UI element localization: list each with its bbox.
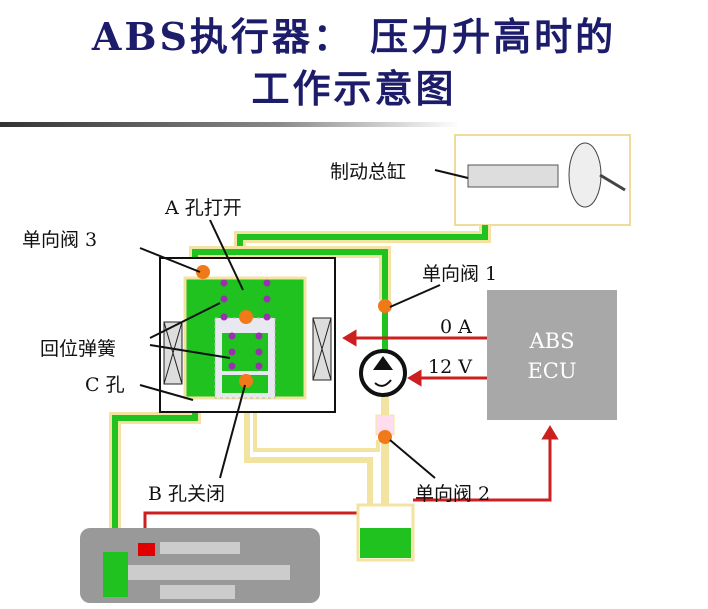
label-hole-a-open: A 孔打开 bbox=[164, 197, 242, 219]
ecu-label-2: ECU bbox=[527, 359, 576, 383]
pump bbox=[359, 349, 407, 397]
title-line-1: ABS执行器： 压力升高时的 bbox=[91, 14, 617, 59]
label-hole-c: C 孔 bbox=[85, 374, 125, 396]
check-valve-2 bbox=[378, 430, 392, 444]
label-check-valve-2: 单向阀 2 bbox=[415, 483, 490, 505]
title-divider bbox=[0, 122, 460, 127]
abs-ecu: ABS ECU bbox=[487, 290, 617, 420]
valve-ball-a bbox=[239, 310, 253, 324]
label-voltage: 12 V bbox=[428, 356, 472, 378]
return-spring bbox=[220, 279, 271, 370]
label-current: 0 A bbox=[440, 316, 472, 338]
title-line-2: 工作示意图 bbox=[251, 66, 457, 111]
reservoir bbox=[356, 503, 415, 562]
label-hole-b-closed: B 孔关闭 bbox=[148, 483, 225, 505]
check-valve-1 bbox=[378, 299, 392, 313]
leader-lines bbox=[139, 169, 469, 479]
ecu-label-1: ABS bbox=[529, 329, 575, 353]
wheel-cylinder bbox=[80, 528, 320, 603]
label-check-valve-1: 单向阀 1 bbox=[422, 263, 497, 285]
label-return-spring: 回位弹簧 bbox=[40, 338, 116, 360]
solenoid-valve bbox=[159, 257, 336, 413]
valve-ball-b bbox=[239, 374, 253, 388]
master-cylinder bbox=[454, 134, 631, 226]
label-check-valve-3: 单向阀 3 bbox=[22, 229, 97, 251]
wheel-speed-sensor bbox=[138, 543, 155, 556]
label-master-cylinder: 制动总缸 bbox=[330, 161, 406, 183]
check-valve-3 bbox=[196, 265, 210, 279]
